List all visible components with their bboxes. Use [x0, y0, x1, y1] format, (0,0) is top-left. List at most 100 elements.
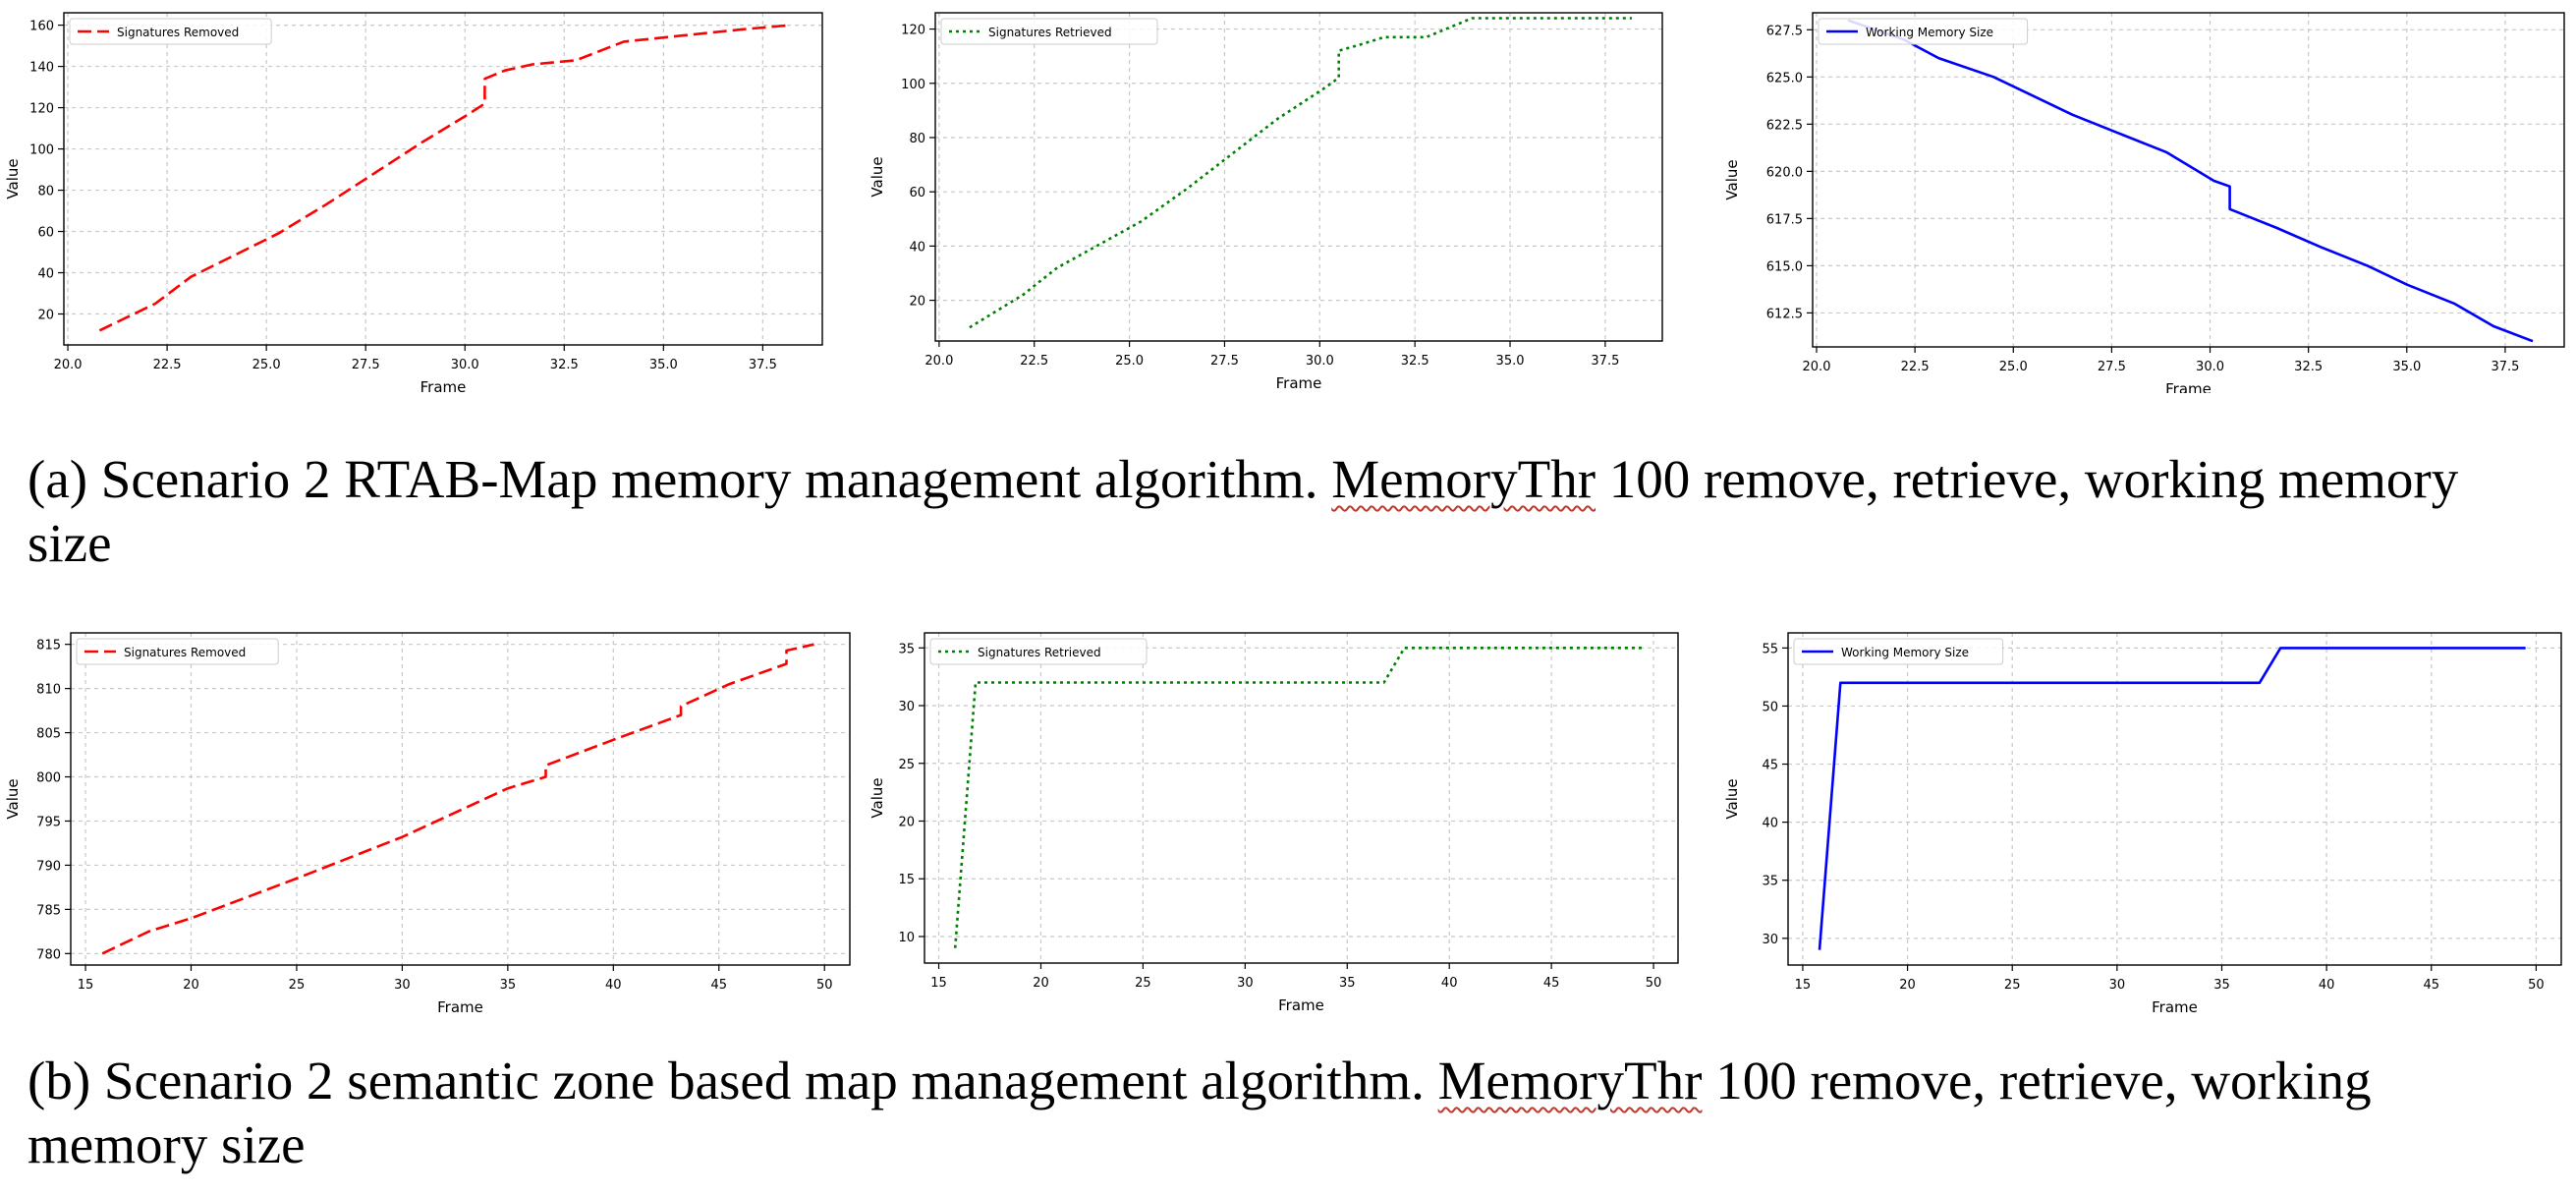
y-tick-label: 35: [898, 642, 915, 656]
y-tick-label: 45: [1762, 759, 1778, 773]
x-axis-label: Frame: [2152, 998, 2198, 1016]
series-line: [969, 17, 1632, 329]
series-line: [98, 24, 791, 332]
x-tick-label: 32.5: [550, 358, 579, 372]
y-tick-label: 120: [29, 102, 54, 117]
legend-label: Working Memory Size: [1841, 646, 1969, 659]
x-tick-label: 25.0: [252, 358, 281, 372]
x-tick-label: 22.5: [1901, 360, 1930, 374]
x-tick-label: 30: [2109, 978, 2126, 993]
y-tick-label: 15: [898, 873, 915, 887]
caption-b-text-start: (b) Scenario 2 semantic zone based map m…: [28, 1051, 1438, 1110]
plot-frame: [1812, 12, 2565, 348]
caption-a-text-start: (a) Scenario 2 RTAB-Map memory managemen…: [28, 449, 1332, 509]
x-axis-label: Frame: [2165, 380, 2212, 393]
x-tick-label: 25: [1135, 976, 1151, 991]
x-tick-label: 27.5: [2098, 360, 2126, 374]
plot-frame: [934, 12, 1663, 342]
x-tick-label: 35: [500, 978, 517, 993]
y-tick-label: 785: [36, 903, 61, 918]
x-tick-label: 32.5: [1401, 354, 1429, 369]
y-tick-label: 40: [37, 267, 54, 282]
y-axis-label: Value: [1723, 159, 1741, 199]
x-tick-label: 35: [2213, 978, 2230, 993]
x-tick-label: 25.0: [1999, 360, 2028, 374]
caption-b: (b) Scenario 2 semantic zone based map m…: [28, 1049, 2543, 1176]
x-tick-label: 22.5: [153, 358, 182, 372]
x-tick-label: 32.5: [2294, 360, 2323, 374]
legend-box: [940, 18, 1158, 45]
x-tick-label: 30: [1237, 976, 1254, 991]
legend-label: Signatures Removed: [117, 26, 239, 39]
x-tick-label: 37.5: [749, 358, 777, 372]
x-tick-label: 40: [605, 978, 622, 993]
legend-label: Signatures Removed: [124, 646, 246, 659]
plot-frame: [924, 632, 1679, 964]
x-tick-label: 20: [1899, 978, 1916, 993]
x-tick-label: 22.5: [1020, 354, 1048, 369]
x-axis-label: Frame: [420, 378, 467, 393]
y-tick-label: 615.0: [1766, 259, 1803, 274]
y-axis-label: Value: [4, 158, 22, 199]
y-tick-label: 100: [901, 78, 925, 92]
caption-b-flagged-word: MemoryThr: [1437, 1051, 1703, 1110]
x-tick-label: 35.0: [2392, 360, 2421, 374]
legend-box: [76, 638, 279, 665]
x-tick-label: 30.0: [451, 358, 479, 372]
y-tick-label: 55: [1762, 642, 1778, 656]
x-tick-label: 45: [710, 978, 727, 993]
x-axis-label: Frame: [437, 998, 483, 1016]
x-tick-label: 50: [2528, 978, 2545, 993]
y-tick-label: 790: [36, 859, 61, 874]
x-tick-label: 40: [2319, 978, 2335, 993]
y-tick-label: 120: [901, 24, 925, 38]
y-tick-label: 795: [36, 815, 61, 829]
x-tick-label: 30: [394, 978, 411, 993]
y-tick-label: 617.5: [1766, 212, 1803, 227]
y-tick-label: 30: [898, 700, 915, 714]
caption-a-text-end: 100 remove, retrieve, working memory siz…: [28, 449, 2459, 573]
legend-box: [929, 638, 1148, 665]
x-tick-label: 30.0: [2196, 360, 2224, 374]
x-tick-label: 25: [2004, 978, 2021, 993]
x-tick-label: 15: [930, 976, 947, 991]
y-tick-label: 622.5: [1766, 118, 1803, 133]
y-tick-label: 160: [29, 20, 54, 34]
x-tick-label: 20: [1033, 976, 1049, 991]
y-tick-label: 60: [909, 186, 925, 200]
x-tick-label: 25.0: [1115, 354, 1144, 369]
y-tick-label: 140: [29, 61, 54, 76]
y-axis-label: Value: [4, 778, 22, 819]
x-tick-label: 20.0: [1803, 360, 1831, 374]
x-tick-label: 25: [289, 978, 306, 993]
series-line: [1847, 19, 2534, 343]
series-line: [1818, 647, 2526, 950]
x-tick-label: 20.0: [924, 354, 953, 369]
x-tick-label: 27.5: [352, 358, 380, 372]
legend-label: Signatures Retrieved: [978, 646, 1101, 659]
plot-frame: [70, 632, 851, 966]
x-tick-label: 45: [2423, 978, 2439, 993]
y-tick-label: 10: [898, 931, 915, 945]
y-tick-label: 80: [909, 132, 925, 146]
x-tick-label: 50: [816, 978, 833, 993]
y-tick-label: 40: [1762, 817, 1778, 831]
y-tick-label: 40: [909, 240, 925, 255]
x-tick-label: 50: [1646, 976, 1662, 991]
y-tick-label: 620.0: [1766, 165, 1803, 180]
caption-a: (a) Scenario 2 RTAB-Map memory managemen…: [28, 447, 2543, 575]
y-tick-label: 800: [36, 771, 61, 786]
x-tick-label: 30.0: [1306, 354, 1334, 369]
x-axis-label: Frame: [1276, 374, 1322, 392]
y-tick-label: 627.5: [1766, 24, 1803, 38]
caption-a-flagged-word: MemoryThr: [1331, 449, 1596, 509]
x-tick-label: 35.0: [1496, 354, 1525, 369]
y-tick-label: 20: [37, 309, 54, 323]
y-tick-label: 810: [36, 683, 61, 698]
y-tick-label: 20: [909, 295, 925, 310]
legend-box: [69, 18, 272, 45]
y-tick-label: 80: [37, 185, 54, 199]
